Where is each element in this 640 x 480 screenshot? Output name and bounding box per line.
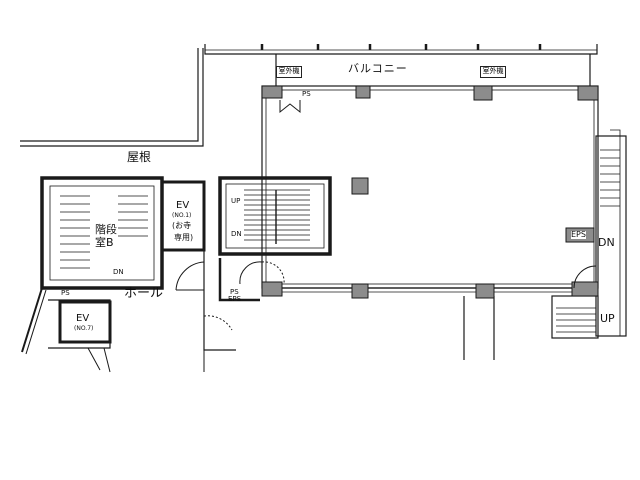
dn-center-label: DN xyxy=(231,230,242,238)
dn-stair-b-label: DN xyxy=(113,268,124,276)
roof-boundary xyxy=(20,48,204,147)
ev1-note-1: (お寺 xyxy=(172,221,192,230)
roof-label: 屋根 xyxy=(127,150,152,164)
eps-right-label: EPS xyxy=(571,230,586,239)
hall-label: ホール xyxy=(124,286,164,301)
balcony-label: バルコニー xyxy=(348,62,408,75)
ev1-number: (NO.1) xyxy=(172,212,192,219)
outdoor-unit-left: 室外機 xyxy=(276,66,302,78)
office-room xyxy=(261,85,599,289)
stair-right xyxy=(595,135,627,337)
hall-wall xyxy=(48,299,111,349)
ev1-shaft xyxy=(160,180,206,252)
stair-b-label-1: 階段 xyxy=(95,223,117,236)
eps-lower-label: EPS xyxy=(228,295,242,303)
up-right-label: UP xyxy=(600,312,615,325)
ev7-name: EV xyxy=(76,313,90,324)
ev1-note-2: 専用) xyxy=(174,233,194,242)
balcony-outline xyxy=(204,44,598,55)
stair-center xyxy=(218,176,332,256)
curved-wall xyxy=(21,287,43,353)
ps-top-label: PS xyxy=(302,90,311,98)
stair-b-label-2: 室B xyxy=(95,236,114,249)
roof-boundary-inner xyxy=(20,48,199,142)
ev7-number: (NO.7) xyxy=(74,325,94,332)
ev1-name: EV xyxy=(176,200,190,211)
dn-right-label: DN xyxy=(598,236,615,249)
ps-eps-label: PS xyxy=(230,288,239,296)
ps-hall-label: PS xyxy=(61,289,70,297)
up-center-label: UP xyxy=(231,197,241,205)
outdoor-unit-right: 室外機 xyxy=(480,66,506,78)
